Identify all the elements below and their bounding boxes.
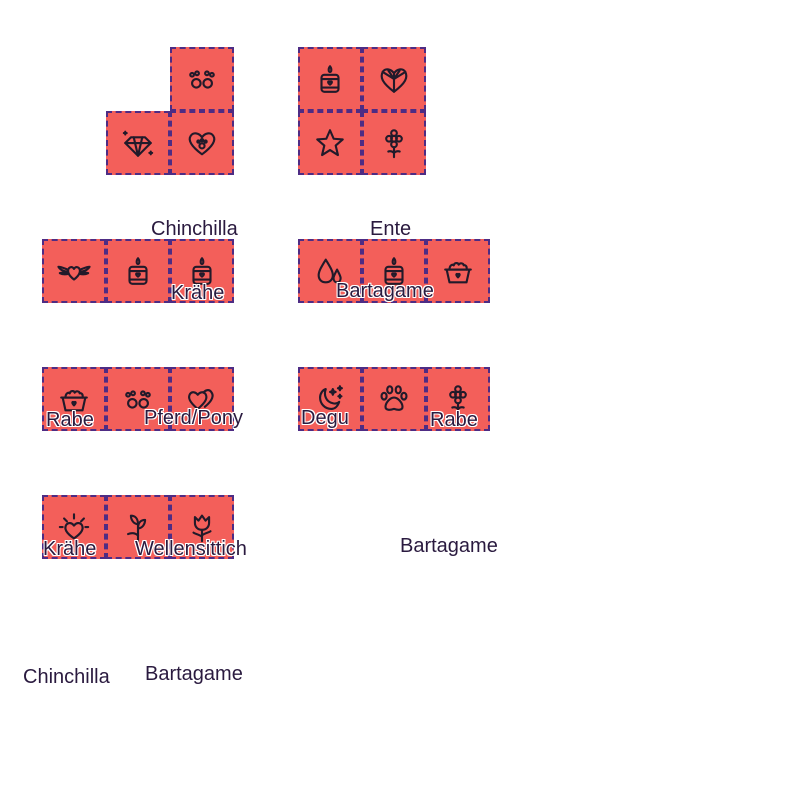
- tile-sprout[interactable]: [106, 495, 170, 559]
- animal-label: Bartagame: [336, 280, 434, 302]
- animal-label: Bartagame: [400, 535, 498, 557]
- animal-label: Krähe: [171, 282, 225, 304]
- candle-icon: [384, 257, 404, 285]
- double-heart-icon: [188, 389, 214, 410]
- star-icon: [316, 129, 344, 157]
- drops-icon: [317, 258, 342, 284]
- tile-flower[interactable]: [362, 111, 426, 175]
- pet-bowl-icon: [60, 390, 88, 412]
- tile-star[interactable]: [298, 111, 362, 175]
- tile-candle[interactable]: [106, 239, 170, 303]
- heart-paw-icon: [188, 132, 216, 156]
- animal-label: Degu: [301, 407, 349, 429]
- flower-icon: [385, 129, 403, 159]
- flower-icon: [449, 385, 467, 415]
- animal-label: Rabe: [430, 409, 478, 431]
- tile-diamond[interactable]: [106, 111, 170, 175]
- tile-paw[interactable]: [362, 367, 426, 431]
- gem-heart-icon: [380, 68, 408, 93]
- tile-paw-pair[interactable]: [106, 367, 170, 431]
- tile-pet-bowl[interactable]: [42, 367, 106, 431]
- tile-gem-heart[interactable]: [362, 47, 426, 111]
- animal-label: Bartagame: [145, 663, 243, 685]
- animal-label: Krähe: [43, 538, 97, 560]
- paw-icon: [380, 385, 408, 411]
- tile-tulip[interactable]: [170, 495, 234, 559]
- animal-label: Chinchilla: [23, 666, 110, 688]
- pet-bowl-icon: [444, 262, 472, 284]
- animal-label: Ente: [370, 218, 412, 240]
- sun-heart-icon: [58, 513, 90, 540]
- candle-icon: [320, 65, 340, 93]
- diamond-icon: [122, 130, 154, 157]
- tile-flower[interactable]: [426, 367, 490, 431]
- candle-icon: [128, 257, 148, 285]
- paw-pair-icon: [125, 390, 151, 409]
- tile-candle[interactable]: [362, 239, 426, 303]
- tile-moon-stars[interactable]: [298, 367, 362, 431]
- winged-heart-icon: [57, 265, 91, 281]
- tile-double-heart[interactable]: [170, 367, 234, 431]
- candle-icon: [192, 257, 212, 285]
- tile-paw-pair[interactable]: [170, 47, 234, 111]
- animal-label: Wellensittich: [135, 538, 247, 560]
- tulip-icon: [192, 514, 212, 543]
- moon-stars-icon: [319, 385, 343, 410]
- paw-pair-icon: [189, 70, 215, 89]
- tile-pet-bowl[interactable]: [426, 239, 490, 303]
- animal-label: Chinchilla: [151, 218, 238, 240]
- animal-label: Rabe: [46, 409, 94, 431]
- sprout-icon: [127, 514, 147, 543]
- tile-candle[interactable]: [298, 47, 362, 111]
- tile-candle[interactable]: [170, 239, 234, 303]
- tile-winged-heart[interactable]: [42, 239, 106, 303]
- tile-heart-paw[interactable]: [170, 111, 234, 175]
- animal-label: Pferd/Pony: [144, 407, 243, 429]
- tile-drops[interactable]: [298, 239, 362, 303]
- tile-sun-heart[interactable]: [42, 495, 106, 559]
